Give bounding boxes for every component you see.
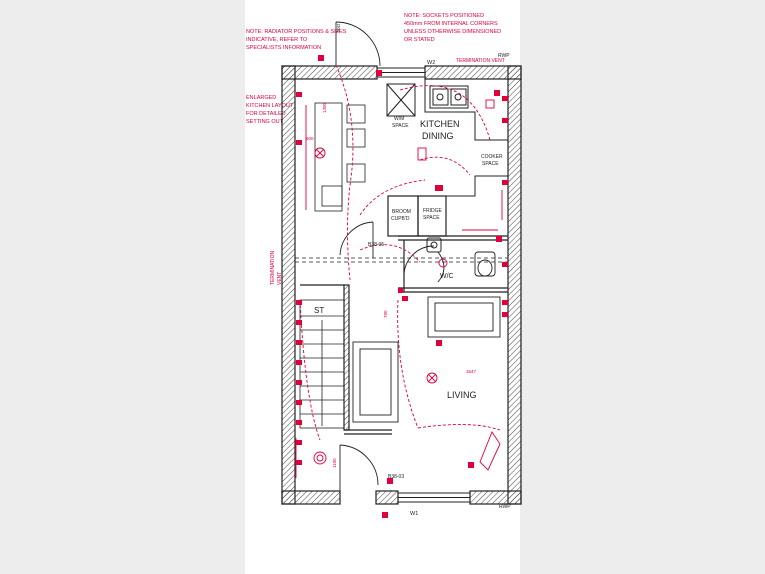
door-entrance-tag: B38-03 <box>388 474 404 480</box>
svg-text:SPACE: SPACE <box>392 123 409 129</box>
svg-text:INDICATIVE, REFER TO: INDICATIVE, REFER TO <box>246 37 308 43</box>
svg-text:COOKER: COOKER <box>481 154 503 160</box>
room-label-wc: W/C <box>440 273 454 280</box>
kitchen-units <box>386 79 508 253</box>
room-label-living: LIVING <box>447 390 477 400</box>
rwp-bottom-tag: RWP <box>499 504 511 510</box>
svg-text:BROOM: BROOM <box>392 209 411 215</box>
svg-text:SPACE: SPACE <box>423 215 440 221</box>
rwp-top-tag: RWP <box>498 53 510 59</box>
dining-table <box>314 102 366 212</box>
svg-text:SETTING OUT: SETTING OUT <box>246 119 284 125</box>
svg-text:TERMINATION: TERMINATION <box>270 251 276 285</box>
external-walls <box>281 65 522 505</box>
cooker-space-label: COOKER SPACE <box>481 154 503 167</box>
svg-text:OR STATED: OR STATED <box>404 37 435 43</box>
dim-hall: 1100 <box>332 458 337 468</box>
socket-markers <box>296 55 508 518</box>
svg-text:ENLARGED: ENLARGED <box>246 95 276 101</box>
dim-dining-a: 1300 <box>322 102 327 113</box>
svg-text:SPECIALISTS INFORMATION: SPECIALISTS INFORMATION <box>246 45 321 51</box>
wm-space-label: W/M SPACE <box>392 116 409 129</box>
radiator-note: NOTE: RADIATOR POSITIONS & SIZES INDICAT… <box>246 29 347 51</box>
svg-text:SPACE: SPACE <box>482 161 499 167</box>
room-label-dining: DINING <box>422 131 454 141</box>
fridge-space-label: FRIDGE SPACE <box>423 208 443 221</box>
svg-text:W/M: W/M <box>394 116 404 122</box>
door-d04-tag: D04 <box>336 24 341 33</box>
termination-vent-side-label: TERMINATION VENT <box>270 251 283 285</box>
svg-text:NOTE: SOCKETS POSITIONED: NOTE: SOCKETS POSITIONED <box>404 13 484 19</box>
window-w2 <box>376 67 426 78</box>
window-w1 <box>397 492 471 503</box>
dim-living-b: 780 <box>383 310 388 318</box>
kitchen-layout-note: ENLARGED KITCHEN LAYOUT FOR DETAILED SET… <box>246 95 294 125</box>
stairs-label: ST <box>314 306 324 315</box>
door-wc-tag: B38-05 <box>368 242 384 248</box>
internal-walls <box>295 195 508 435</box>
doors <box>335 21 435 491</box>
broom-cupboard-label: BROOM CUPB'D <box>391 209 411 222</box>
wc-fixtures <box>437 251 496 283</box>
dim-dining-b: 600 <box>306 136 314 141</box>
svg-text:450mm FROM INTERNAL CORNERS: 450mm FROM INTERNAL CORNERS <box>404 21 498 27</box>
svg-text:NOTE: RADIATOR POSITIONS & SIZ: NOTE: RADIATOR POSITIONS & SIZES <box>246 29 347 35</box>
window-w2-tag: W2 <box>427 60 435 66</box>
svg-text:KITCHEN LAYOUT: KITCHEN LAYOUT <box>246 103 294 109</box>
svg-text:CUPB'D: CUPB'D <box>391 216 410 222</box>
termination-vent-top-label: TERMINATION VENT <box>456 58 505 64</box>
dim-living-a: 1547 <box>466 369 477 374</box>
svg-text:FRIDGE: FRIDGE <box>423 208 443 214</box>
window-w1-tag: W1 <box>410 511 418 517</box>
living-sofas <box>352 296 501 423</box>
svg-text:VENT: VENT <box>277 272 283 285</box>
svg-text:FOR DETAILED: FOR DETAILED <box>246 111 286 117</box>
room-label-kitchen: KITCHEN <box>420 119 460 129</box>
sockets-note: NOTE: SOCKETS POSITIONED 450mm FROM INTE… <box>404 13 501 43</box>
staircase <box>299 299 345 429</box>
svg-text:UNLESS OTHERWISE DIMENSIONED: UNLESS OTHERWISE DIMENSIONED <box>404 29 501 35</box>
